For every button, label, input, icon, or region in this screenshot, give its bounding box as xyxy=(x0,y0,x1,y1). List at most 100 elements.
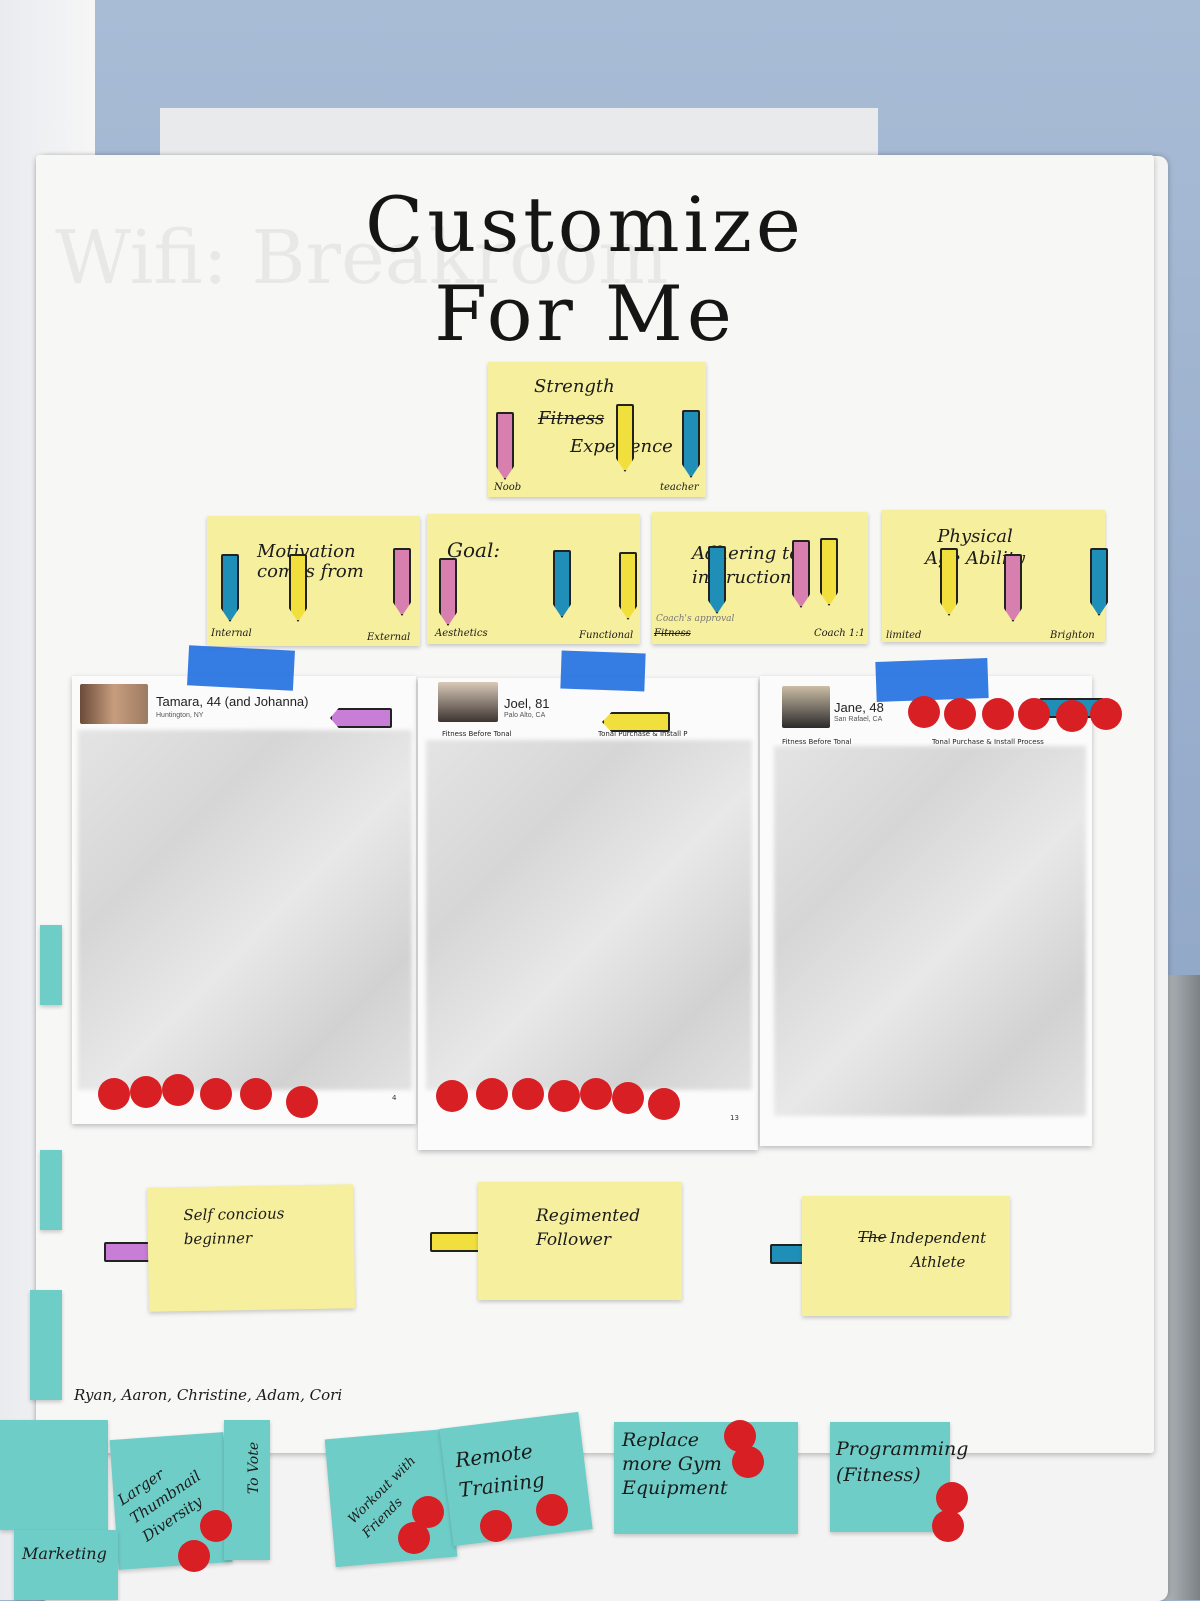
vote-dot xyxy=(612,1082,644,1114)
blue-flag-marker xyxy=(682,410,700,478)
vote-dot xyxy=(944,698,976,730)
teal-note: Workout with Friends xyxy=(324,1428,458,1568)
archetype-label: Independent Athlete xyxy=(889,1229,987,1271)
vote-dot xyxy=(98,1078,130,1110)
blurred-content xyxy=(78,730,412,1090)
note-text: Marketing xyxy=(22,1544,107,1563)
vote-dot xyxy=(1018,698,1050,730)
vote-dot xyxy=(480,1510,512,1542)
column-header: Fitness Before Tonal xyxy=(442,730,512,738)
spectrum-right-label: Brighton xyxy=(1050,630,1095,641)
pink-flag-marker xyxy=(1004,554,1022,622)
yellow-flag-marker xyxy=(940,548,958,616)
spectrum-right-label: External xyxy=(367,632,411,643)
spectrum-right-label: Coach 1:1 xyxy=(814,628,865,639)
archetype-label: Regimented Follower xyxy=(536,1206,641,1250)
persona-location: Huntington, NY xyxy=(156,712,204,719)
spectrum-note-physical: Physical Age Ability limited Brighton xyxy=(882,510,1108,642)
violet-arrow-marker xyxy=(330,708,392,728)
note-text: To Vote xyxy=(246,1441,263,1495)
note-text: Replace more Gym Equipment xyxy=(622,1429,728,1499)
archetype-note-follower: Regimented Follower xyxy=(478,1182,682,1300)
persona-card-joel: Joel, 81 Palo Alto, CA Fitness Before To… xyxy=(418,678,758,1150)
persona-name: Jane, 48 xyxy=(834,700,884,715)
avatar xyxy=(438,682,498,722)
struck-word: Fitness xyxy=(538,408,605,429)
persona-name: Tamara, 44 (and Johanna) xyxy=(156,694,309,709)
avatar xyxy=(782,686,830,728)
spectrum-note-goal: Goal: Aesthetics Functional xyxy=(427,514,640,644)
teal-note xyxy=(40,1150,62,1230)
teal-note: Replace more Gym Equipment xyxy=(614,1422,798,1534)
spectrum-note-motivation: Motivation comes from Internal External xyxy=(207,516,420,646)
teal-note: Larger Thumbnail Diversity xyxy=(109,1432,233,1570)
vote-dot xyxy=(178,1540,210,1572)
yellow-flag-marker xyxy=(289,554,307,622)
vote-dot xyxy=(932,1510,964,1542)
poster-title: Customize For Me xyxy=(365,180,805,358)
teal-note: Programming (Fitness) xyxy=(830,1422,969,1532)
blurred-content xyxy=(774,746,1086,1116)
page-number: 13 xyxy=(730,1114,739,1122)
blue-flag-marker xyxy=(553,550,571,618)
archetype-label: Self concious beginner xyxy=(183,1204,285,1249)
yellow-arrow-marker xyxy=(602,712,670,732)
spectrum-note-experience: Strength Fitness Experience Noob teacher xyxy=(488,362,706,497)
spectrum-right-label: Functional xyxy=(579,630,634,641)
vote-dot xyxy=(512,1078,544,1110)
spectrum-heading: Motivation comes from xyxy=(257,541,364,582)
blue-flag-marker xyxy=(221,554,239,622)
spectrum-left-label: Fitness xyxy=(654,628,691,639)
vote-dot xyxy=(286,1086,318,1118)
vote-dot xyxy=(1056,700,1088,732)
persona-card-jane: Jane, 48 San Rafael, CA Fitness Before T… xyxy=(760,676,1092,1146)
vote-dot xyxy=(580,1078,612,1110)
vote-dot xyxy=(162,1074,194,1106)
blue-flag-marker xyxy=(1090,548,1108,616)
vote-dot xyxy=(436,1080,468,1112)
vote-dot xyxy=(536,1494,568,1526)
blurred-content xyxy=(426,740,752,1090)
column-header: Tonal Purchase & Install Process xyxy=(932,738,1044,746)
vote-dot xyxy=(648,1088,680,1120)
spectrum-right-label: teacher xyxy=(660,482,699,493)
yellow-flag-marker xyxy=(616,404,634,472)
column-header: Fitness Before Tonal xyxy=(782,738,852,746)
vote-dot xyxy=(732,1446,764,1478)
note-text: Remote Training xyxy=(453,1438,546,1502)
teal-note: Marketing xyxy=(14,1530,118,1600)
vote-dot xyxy=(548,1080,580,1112)
vote-dot xyxy=(200,1078,232,1110)
teal-note xyxy=(40,925,62,1005)
pink-flag-marker xyxy=(496,412,514,480)
vote-dot xyxy=(1090,698,1122,730)
blue-tape xyxy=(560,650,646,692)
spectrum-left-label: Noob xyxy=(494,482,522,493)
spectrum-left-label: Internal xyxy=(211,628,252,639)
spectrum-left-label: Aesthetics xyxy=(435,628,488,639)
persona-location: San Rafael, CA xyxy=(834,716,883,723)
pink-flag-marker xyxy=(393,548,411,616)
teal-note xyxy=(0,1420,108,1530)
spectrum-heading: Strength xyxy=(534,376,615,397)
column-header: Tonal Purchase & Install P xyxy=(598,730,688,738)
archetype-note-athlete: The Independent Athlete xyxy=(802,1196,1010,1316)
note-text: Programming (Fitness) xyxy=(836,1438,969,1486)
blue-flag-marker xyxy=(708,546,726,614)
note-text: Workout with Friends xyxy=(345,1453,419,1542)
persona-name: Joel, 81 xyxy=(504,696,550,711)
ghost-text: Wifi: Breakroom xyxy=(55,215,669,301)
yellow-flag-marker xyxy=(820,538,838,606)
blue-tape xyxy=(187,645,295,691)
pink-flag-marker xyxy=(792,540,810,608)
archetype-note-beginner: Self concious beginner xyxy=(146,1184,356,1312)
avatar xyxy=(80,684,148,724)
teal-note: To Vote xyxy=(224,1420,270,1560)
spectrum-note: Coach's approval xyxy=(656,614,735,624)
vote-dot xyxy=(908,696,940,728)
teal-note xyxy=(30,1290,62,1400)
blue-tape xyxy=(875,658,989,702)
vote-dot xyxy=(200,1510,232,1542)
yellow-flag-marker xyxy=(619,552,637,620)
vote-dot xyxy=(982,698,1014,730)
